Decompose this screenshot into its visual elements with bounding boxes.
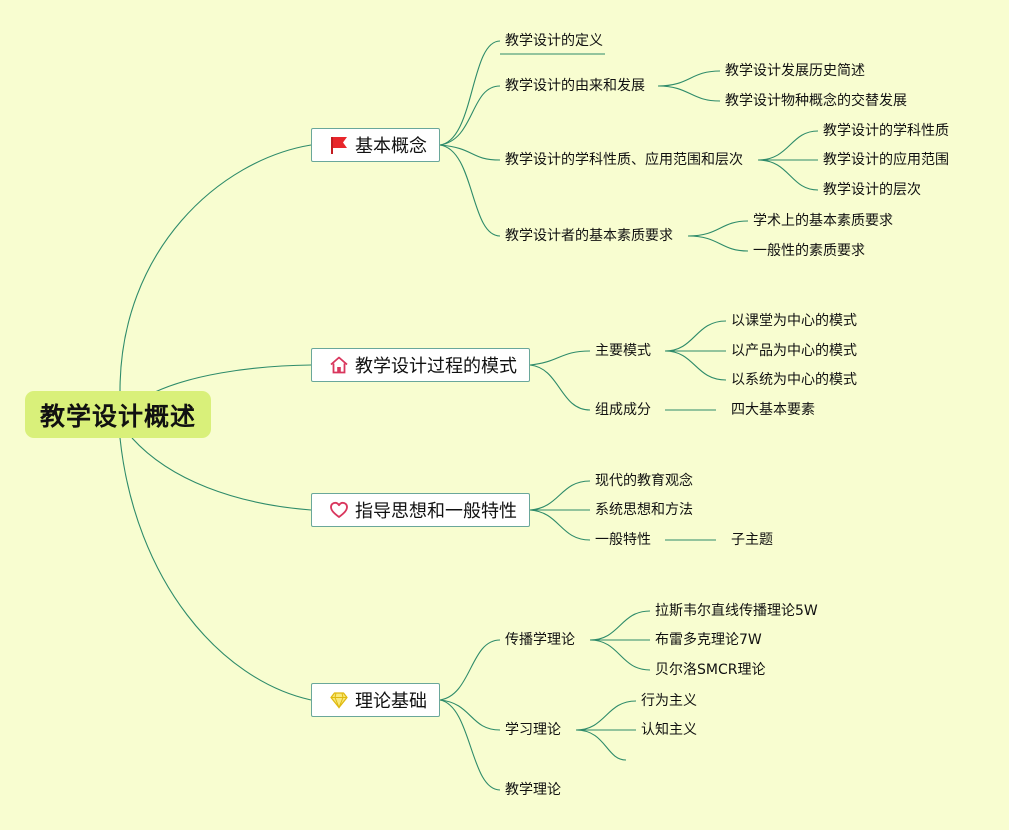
connector-root-to-basic bbox=[119, 144, 312, 392]
subtopic-general-qualities[interactable]: 一般性的素质要求 bbox=[753, 243, 865, 259]
flag-icon bbox=[329, 135, 349, 155]
diamond-icon bbox=[329, 690, 349, 710]
root-topic-label: 教学设计概述 bbox=[39, 401, 196, 431]
main-topic-label: 基本概念 bbox=[355, 136, 427, 157]
subtopic-levels[interactable]: 教学设计的层次 bbox=[823, 182, 921, 198]
main-topic-theoretical-basis[interactable]: 理论基础 bbox=[311, 683, 440, 717]
connector-guide-3 bbox=[529, 509, 591, 541]
connector-root-to-theory bbox=[119, 437, 312, 701]
connector-guide-1 bbox=[529, 480, 591, 511]
subtopic-systems-thinking[interactable]: 系统思想和方法 bbox=[595, 502, 693, 518]
connector-mode-3 bbox=[664, 350, 727, 381]
subtopic-main-models[interactable]: 主要模式 bbox=[595, 343, 651, 359]
connector-learn-3 bbox=[575, 729, 627, 761]
connector-nature-1 bbox=[757, 130, 819, 161]
subtopic-concept-evolution[interactable]: 教学设计物种概念的交替发展 bbox=[725, 93, 907, 109]
main-topic-basic-concepts[interactable]: 基本概念 bbox=[311, 128, 440, 162]
subtopic-general-features[interactable]: 一般特性 bbox=[595, 532, 651, 548]
connector-basic-1 bbox=[439, 40, 501, 146]
connector-theory-1 bbox=[439, 639, 501, 701]
connector-origin-1 bbox=[657, 70, 721, 87]
subtopic-disciplinary-nature[interactable]: 教学设计的学科性质 bbox=[823, 123, 949, 139]
subtopic-braddock-7w[interactable]: 布雷多克理论7W bbox=[655, 632, 762, 648]
connector-root-to-model bbox=[154, 364, 312, 393]
connector-basic-2 bbox=[439, 85, 501, 146]
subtopic-behaviorism[interactable]: 行为主义 bbox=[641, 693, 697, 709]
connector-root-to-guide bbox=[131, 437, 312, 511]
subtopic-cognitivism[interactable]: 认知主义 bbox=[641, 722, 697, 738]
subtopic-system-centered[interactable]: 以系统为中心的模式 bbox=[731, 372, 857, 388]
connector-comm-1 bbox=[589, 610, 651, 641]
subtopic-learning-theory[interactable]: 学习理论 bbox=[505, 722, 561, 738]
root-topic[interactable]: 教学设计概述 bbox=[25, 391, 211, 438]
connector-theory-2 bbox=[439, 699, 501, 731]
subtopic-components[interactable]: 组成成分 bbox=[595, 402, 651, 418]
subtopic-berlo-smcr[interactable]: 贝尔洛SMCR理论 bbox=[655, 662, 766, 678]
subtopic-subtheme[interactable]: 子主题 bbox=[731, 532, 773, 548]
main-topic-design-process-models[interactable]: 教学设计过程的模式 bbox=[311, 348, 530, 382]
subtopic-history-overview[interactable]: 教学设计发展历史简述 bbox=[725, 63, 865, 79]
main-topic-label: 教学设计过程的模式 bbox=[355, 356, 517, 377]
subtopic-designer-qualities[interactable]: 教学设计者的基本素质要求 bbox=[505, 228, 673, 244]
main-topic-label: 指导思想和一般特性 bbox=[355, 501, 517, 522]
subtopic-communication-theory[interactable]: 传播学理论 bbox=[505, 632, 575, 648]
connector-model-2 bbox=[529, 364, 591, 411]
subtopic-definition[interactable]: 教学设计的定义 bbox=[505, 33, 603, 49]
connector-basic-3 bbox=[439, 144, 501, 161]
subtopic-lasswell-5w[interactable]: 拉斯韦尔直线传播理论5W bbox=[655, 603, 818, 619]
connector-quality-1 bbox=[687, 220, 749, 237]
connector-nature-3 bbox=[757, 159, 819, 191]
connector-comm-3 bbox=[589, 639, 651, 671]
connector-basic-4 bbox=[439, 144, 501, 237]
main-topic-label: 理论基础 bbox=[355, 691, 427, 712]
connector-mode-1 bbox=[664, 320, 727, 352]
subtopic-four-elements[interactable]: 四大基本要素 bbox=[731, 402, 815, 418]
connector-model-1 bbox=[529, 350, 591, 366]
home-icon bbox=[329, 355, 349, 375]
subtopic-modern-education-views[interactable]: 现代的教育观念 bbox=[595, 473, 693, 489]
subtopic-classroom-centered[interactable]: 以课堂为中心的模式 bbox=[731, 313, 857, 329]
connector-quality-2 bbox=[687, 235, 749, 252]
connector-learn-1 bbox=[575, 700, 637, 731]
connector-theory-3 bbox=[439, 699, 501, 791]
connector-origin-2 bbox=[657, 85, 721, 102]
subtopic-application-scope[interactable]: 教学设计的应用范围 bbox=[823, 152, 949, 168]
main-topic-guiding-ideas[interactable]: 指导思想和一般特性 bbox=[311, 493, 530, 527]
heart-icon bbox=[329, 500, 349, 520]
subtopic-product-centered[interactable]: 以产品为中心的模式 bbox=[731, 343, 857, 359]
subtopic-academic-qualities[interactable]: 学术上的基本素质要求 bbox=[753, 213, 893, 229]
subtopic-origin-development[interactable]: 教学设计的由来和发展 bbox=[505, 78, 645, 94]
subtopic-nature-scope-levels[interactable]: 教学设计的学科性质、应用范围和层次 bbox=[505, 152, 743, 168]
subtopic-teaching-theory[interactable]: 教学理论 bbox=[505, 782, 561, 798]
